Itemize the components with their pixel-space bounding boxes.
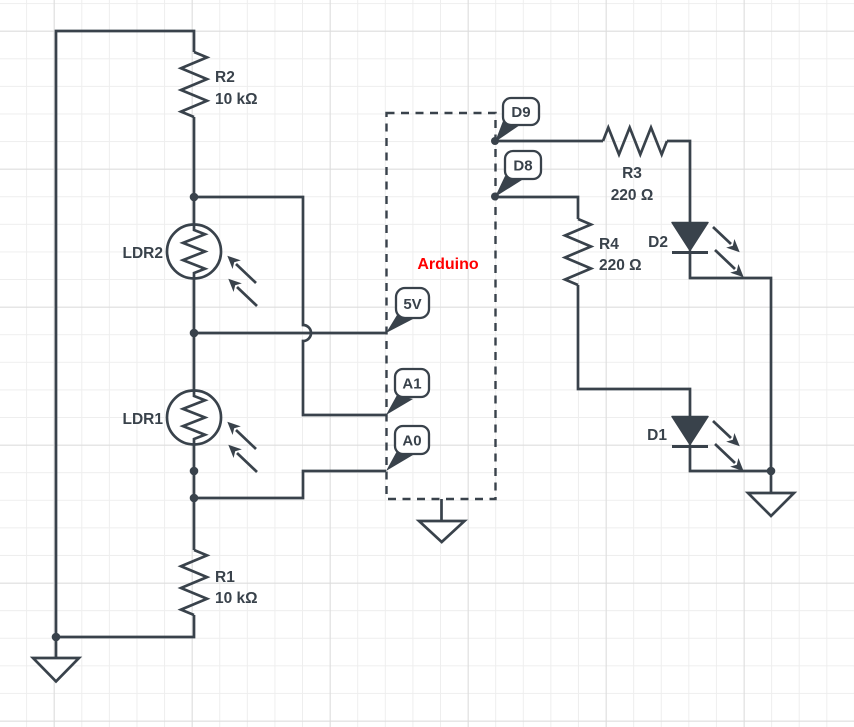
pin-callout-A1[interactable]: A1 (386, 367, 431, 415)
light-arrow-icon (712, 420, 740, 447)
junction-dot (189, 466, 199, 476)
wire-d1-to-ground[interactable] (688, 444, 771, 473)
resistor-R1[interactable]: R1 10 kΩ (177, 548, 258, 617)
resistor-R3[interactable]: R3 220 Ω (601, 123, 669, 205)
component-designator: R4 (599, 236, 619, 253)
photoresistor-LDR1[interactable]: LDR1 (123, 389, 258, 473)
pin-callout-5V[interactable]: 5V (386, 286, 431, 333)
callout-tail (386, 395, 413, 415)
pin-callout-A0[interactable]: A0 (386, 424, 431, 471)
light-arrow-icon (227, 255, 257, 284)
led-triangle[interactable] (671, 221, 709, 252)
ldr-zigzag (179, 224, 209, 279)
ldr-zigzag (179, 390, 209, 445)
wire-r3-to-d2[interactable] (667, 139, 692, 223)
component-designator: D2 (648, 234, 668, 251)
wires (54, 29, 773, 639)
light-arrow-icon (714, 249, 744, 278)
junction-dot (189, 192, 199, 202)
component-designator: LDR1 (123, 411, 164, 428)
pin-label: A0 (402, 433, 421, 450)
junction-dots (51, 137, 776, 642)
light-arrow-icon (228, 444, 258, 473)
resistor-R2[interactable]: R2 10 kΩ (177, 50, 258, 119)
callout-box[interactable] (501, 96, 541, 127)
ground-symbol-arduino[interactable] (415, 499, 468, 544)
wire-a1-net[interactable] (194, 195, 386, 417)
ground-triangle-icon (415, 519, 468, 544)
component-designator: LDR2 (123, 245, 163, 262)
component-value: 220 Ω (599, 257, 642, 274)
junction-dot (189, 328, 199, 338)
pin-label: 5V (403, 296, 421, 313)
callout-box[interactable] (503, 149, 543, 181)
callout-tail (495, 176, 522, 197)
callout-tail (386, 451, 413, 471)
resistor-R4[interactable]: R4 220 Ω (561, 217, 642, 287)
junction-dot (766, 466, 776, 476)
pin-callout-D9[interactable]: D9 (495, 96, 541, 142)
light-arrow-icon (714, 443, 744, 472)
component-value: 10 kΩ (215, 590, 258, 607)
led-D1[interactable]: D1 (647, 415, 744, 472)
component-designator: D1 (647, 427, 667, 444)
wire-d2-to-ground[interactable] (688, 250, 773, 472)
resistor-zigzag[interactable] (177, 50, 211, 119)
arduino-label: Arduino (417, 256, 479, 273)
pin-label: D9 (511, 104, 530, 121)
ground-symbol-right[interactable] (744, 471, 798, 518)
ldr-body[interactable] (165, 389, 223, 446)
wire-r4-to-d1[interactable] (576, 285, 692, 417)
component-value: 220 Ω (611, 187, 654, 204)
arduino-module[interactable]: Arduino (385, 111, 497, 501)
wire-d8-to-r4[interactable] (495, 195, 580, 219)
pin-callout-D8[interactable]: D8 (495, 149, 543, 197)
led-D2[interactable]: D2 (648, 221, 744, 278)
pin-label: A1 (402, 376, 421, 393)
light-arrow-icon (227, 421, 257, 450)
callout-tail (386, 315, 413, 333)
ground-triangle-icon (29, 656, 83, 684)
resistor-zigzag[interactable] (561, 217, 595, 287)
component-designator: R2 (215, 69, 235, 86)
component-value: 10 kΩ (215, 91, 258, 108)
ldr-body[interactable] (165, 223, 223, 280)
pin-label: D8 (513, 158, 532, 175)
resistor-zigzag[interactable] (601, 123, 669, 159)
ground-symbol-left[interactable] (29, 637, 83, 684)
junction-dot (189, 493, 199, 503)
photoresistor-LDR2[interactable]: LDR2 (123, 223, 258, 307)
junction-dot (51, 632, 61, 642)
callout-tail (495, 121, 520, 142)
callout-box[interactable] (393, 424, 431, 456)
component-designator: R3 (622, 165, 642, 182)
light-arrow-icon (712, 226, 740, 253)
resistor-zigzag[interactable] (177, 548, 211, 617)
wire-r1-to-ground[interactable] (56, 615, 196, 639)
callout-box[interactable] (393, 367, 431, 399)
component-designator: R1 (215, 569, 235, 586)
ground-triangle-icon (744, 491, 798, 518)
light-arrow-icon (228, 278, 258, 307)
callout-box[interactable] (394, 286, 431, 320)
wire-left-rail[interactable] (54, 29, 196, 637)
led-triangle[interactable] (671, 415, 709, 446)
wire-a0-net[interactable] (194, 469, 386, 500)
